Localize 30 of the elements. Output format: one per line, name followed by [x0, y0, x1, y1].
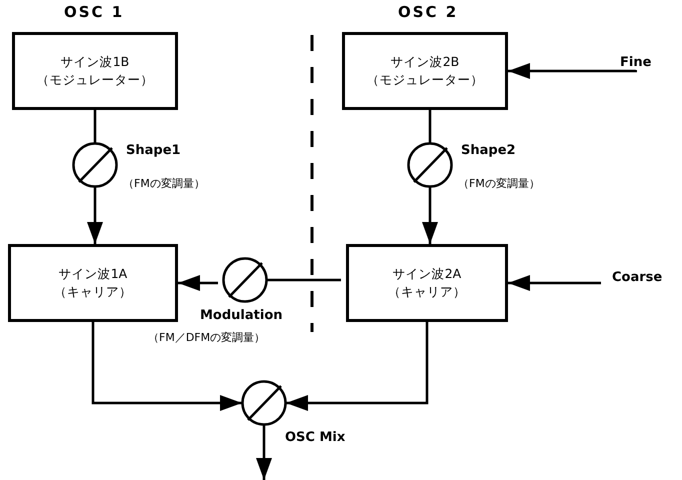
knob-symbol — [240, 379, 288, 427]
arrow — [508, 63, 637, 79]
input-label: Fine — [620, 55, 652, 70]
arrow — [92, 322, 242, 411]
process-box: サイン波1A （キャリア） — [8, 244, 178, 322]
process-box: サイン波2A （キャリア） — [346, 244, 508, 322]
knob-symbol — [406, 141, 454, 189]
section-heading: OSC 2 — [398, 3, 458, 21]
knob-symbol — [221, 256, 269, 304]
connector-line — [428, 110, 432, 143]
connector-line — [267, 278, 341, 282]
knob-description: （FMの変調量） — [458, 176, 540, 191]
process-box: サイン波1B （モジュレーター） — [12, 32, 178, 110]
arrow — [422, 187, 438, 244]
arrow — [508, 275, 601, 291]
knob-label: Shape2 — [461, 143, 516, 158]
knob-label: Modulation — [200, 308, 283, 323]
knob-symbol — [71, 141, 119, 189]
arrow — [87, 187, 103, 244]
arrow — [256, 425, 272, 480]
section-heading: OSC 1 — [64, 3, 124, 21]
arrow — [178, 275, 218, 291]
knob-description: （FMの変調量） — [123, 176, 205, 191]
connector-line — [94, 110, 96, 143]
process-box: サイン波2B （モジュレーター） — [342, 32, 508, 110]
knob-description: （FM／DFMの変調量） — [148, 330, 266, 345]
knob-label: Shape1 — [126, 143, 181, 158]
arrow — [286, 322, 428, 411]
knob-label: OSC Mix — [285, 430, 346, 445]
input-label: Coarse — [612, 270, 662, 285]
